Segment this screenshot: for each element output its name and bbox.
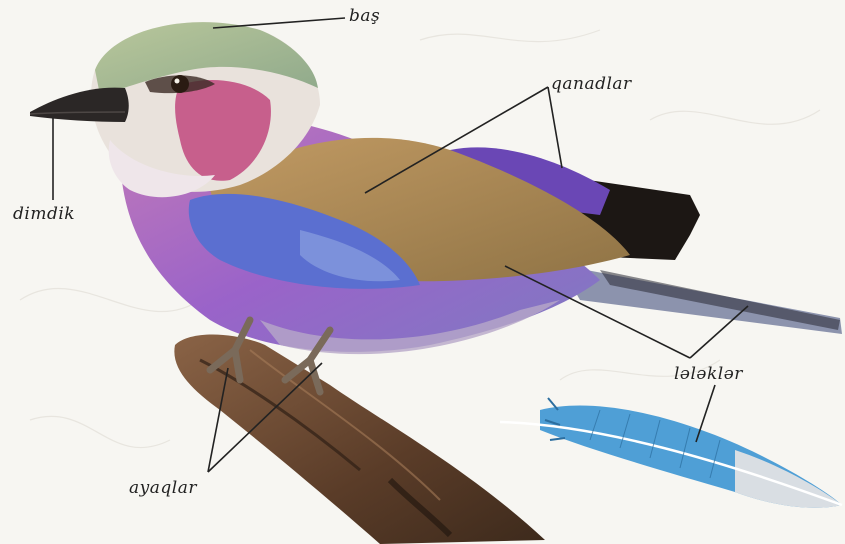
label-legs: ayaqlar [129, 478, 197, 498]
beak [30, 88, 129, 122]
branch [174, 334, 545, 544]
label-wings: qanadlar [551, 74, 632, 94]
loose-feather [500, 398, 842, 508]
leader-head [213, 18, 345, 28]
label-beak: dimdik [13, 204, 75, 224]
leader-wings-b [548, 87, 562, 168]
label-head: baş [349, 6, 380, 26]
label-feathers: lələklər [674, 364, 743, 384]
eye-icon [171, 75, 189, 93]
tail [560, 265, 842, 334]
